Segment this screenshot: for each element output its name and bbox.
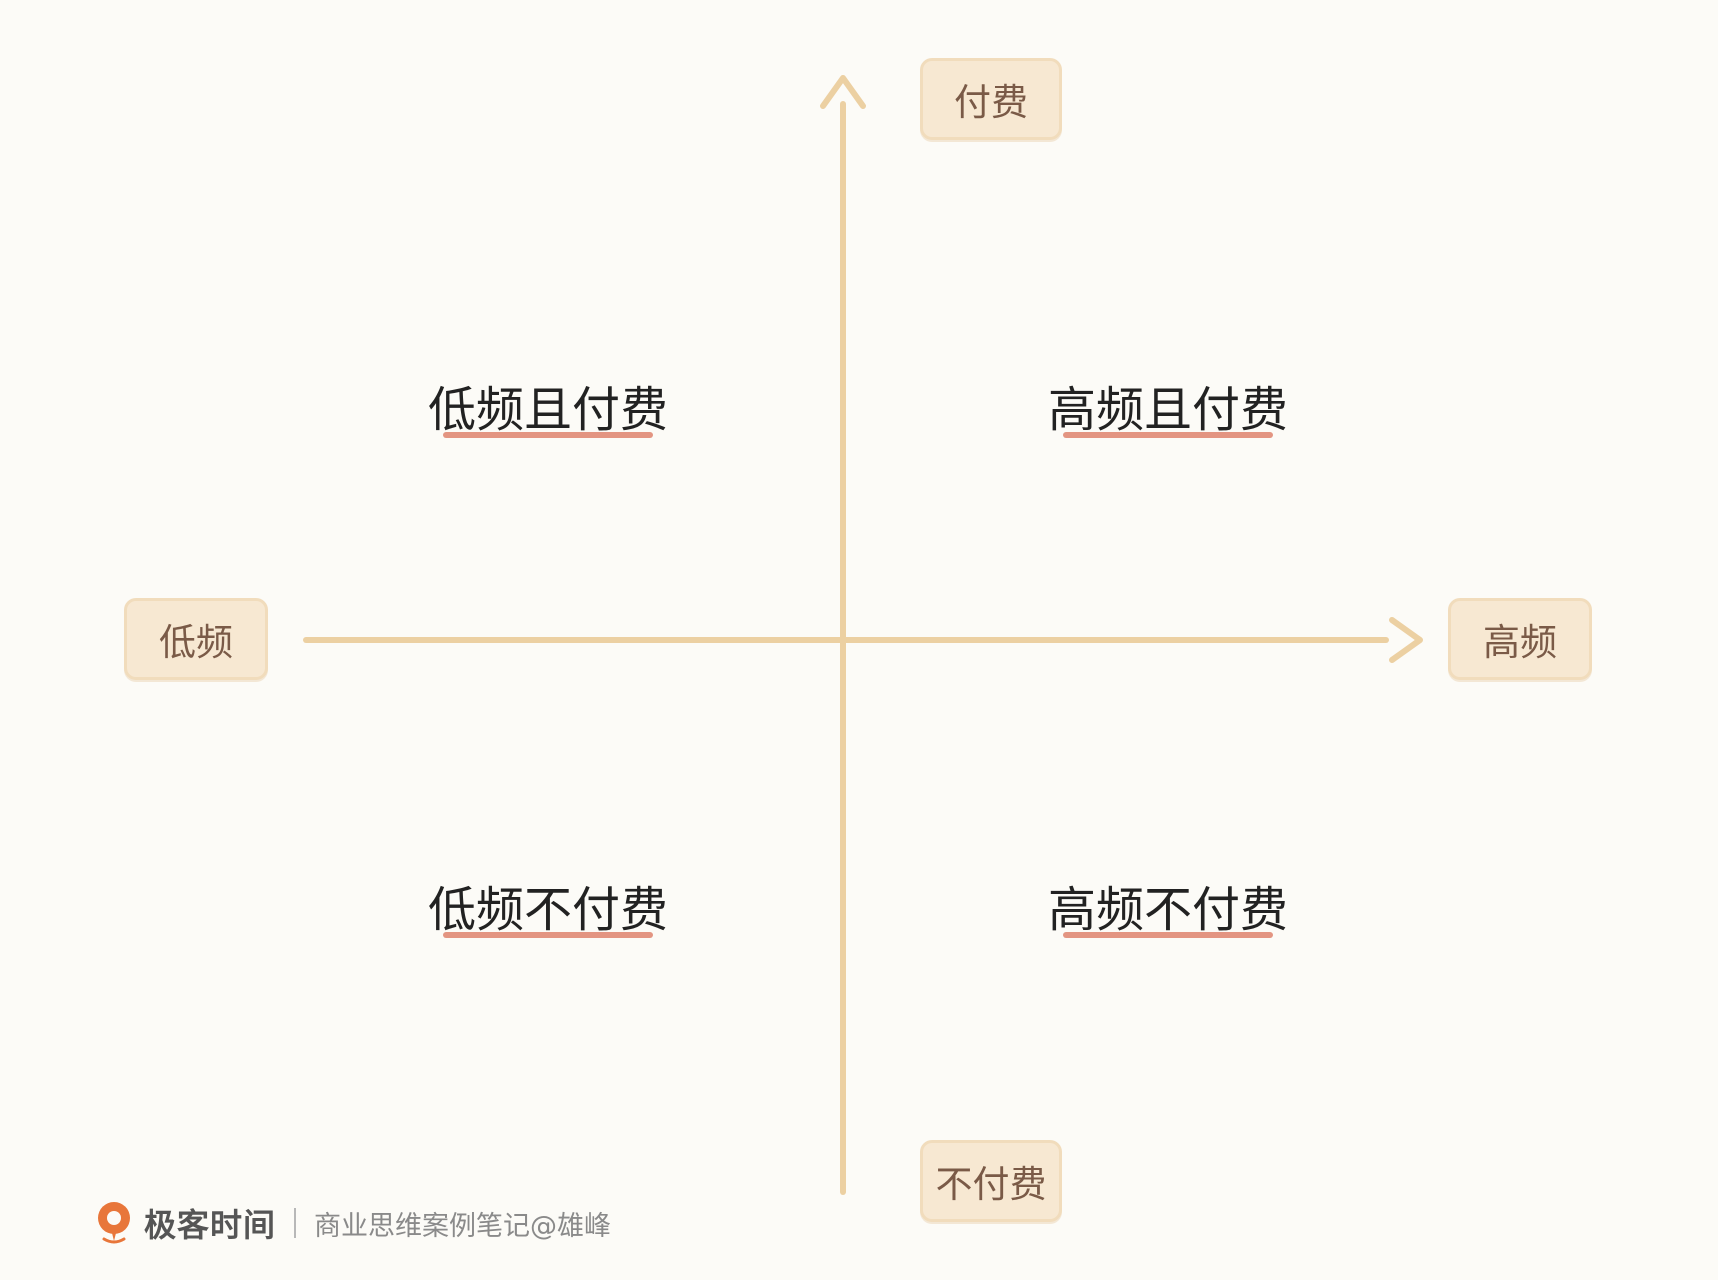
footer-caption: 商业思维案例笔记@雄峰 (314, 1210, 612, 1242)
geek-time-logo-icon (98, 1202, 130, 1244)
quadrant-top-right-underline (1063, 432, 1273, 438)
quadrant-bottom-right-label: 高频不付费 (1047, 882, 1288, 938)
axis-label-bottom: 不付费 (920, 1140, 1062, 1222)
footer-divider (294, 1208, 297, 1238)
quadrant-bottom-right-underline (1063, 932, 1273, 938)
right-arrow-icon (1389, 617, 1423, 663)
quadrant-top-left: 低频且付费 (388, 380, 708, 440)
up-arrow-icon (820, 75, 866, 109)
quadrant-top-right-label: 高频且付费 (1047, 382, 1288, 438)
brand-name: 极客时间 (144, 1206, 277, 1244)
footer: 极客时间 商业思维案例笔记@雄峰 (94, 1198, 611, 1248)
axis-label-top: 付费 (920, 58, 1062, 140)
quadrant-bottom-left-label: 低频不付费 (427, 882, 668, 938)
quadrant-top-left-label: 低频且付费 (427, 382, 668, 438)
quadrant-bottom-right: 高频不付费 (1008, 880, 1328, 940)
axis-label-right: 高频 (1448, 598, 1592, 680)
quadrant-bottom-left: 低频不付费 (388, 880, 708, 940)
quadrant-top-left-underline (443, 432, 653, 438)
quadrant-bottom-left-underline (443, 932, 653, 938)
axis-label-left: 低频 (124, 598, 268, 680)
quadrant-top-right: 高频且付费 (1008, 380, 1328, 440)
